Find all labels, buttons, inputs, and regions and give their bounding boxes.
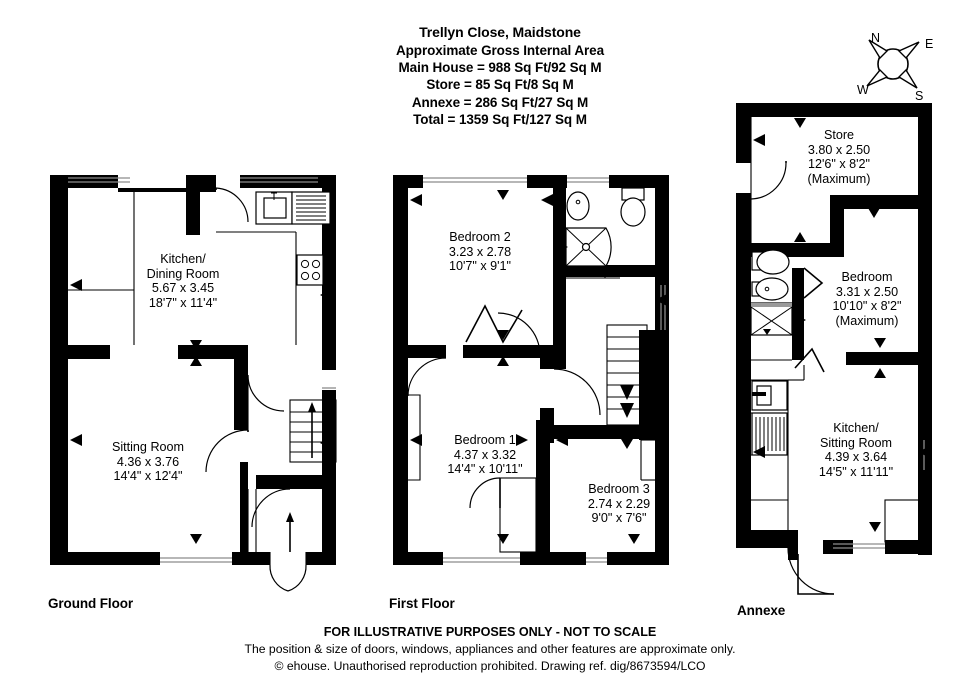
annexe-door-swings xyxy=(750,161,835,595)
bathroom-basin-icon xyxy=(566,191,590,221)
room-name-line-1: Store xyxy=(823,128,855,142)
area-main-house: Main House = 988 Sq Ft/92 Sq M xyxy=(398,60,602,76)
room-imperial: 10'10" x 8'2" xyxy=(832,299,902,314)
room-imperial: 18'7" x 11'4" xyxy=(148,296,218,311)
room-note: (Maximum) xyxy=(835,314,899,329)
area-annexe: Annexe = 286 Sq Ft/27 Sq M xyxy=(411,94,589,110)
annexe-toilet-icon xyxy=(751,249,790,275)
room-name-line-1: Bedroom 2 xyxy=(449,230,511,244)
first-floor-door-swings xyxy=(407,304,601,509)
room-imperial: 9'0" x 7'6" xyxy=(591,511,647,526)
property-address: Trellyn Close, Maidstone xyxy=(419,24,581,40)
kitchen-sink-icon xyxy=(255,191,293,225)
floor-label-first: First Floor xyxy=(389,596,455,611)
first-floor-view-markers xyxy=(410,190,667,544)
ground-floor-windows xyxy=(68,177,336,563)
kitchen-drainer-icon xyxy=(291,191,331,225)
compass-east-label: E xyxy=(925,37,933,51)
room-name-line-1: Kitchen/ xyxy=(833,421,879,435)
room-imperial: 14'5" x 11'11" xyxy=(818,465,894,480)
room-imperial: 14'4" x 12'4" xyxy=(113,469,183,484)
floor-label-ground: Ground Floor xyxy=(48,596,134,611)
room-metric: 3.31 x 2.50 xyxy=(835,284,899,299)
area-heading: Approximate Gross Internal Area xyxy=(396,42,604,58)
room-imperial: 12'6" x 8'2" xyxy=(807,157,871,172)
room-note: (Maximum) xyxy=(807,172,871,187)
annexe-shower-tray-icon xyxy=(750,302,793,336)
compass-south-label: S xyxy=(915,89,923,103)
compass-west-label: W xyxy=(857,83,869,97)
area-store: Store = 85 Sq Ft/8 Sq M xyxy=(426,77,574,93)
room-label-store: Store 3.80 x 2.50 12'6" x 8'2" (Maximum) xyxy=(783,128,895,187)
first-floor-windows xyxy=(423,177,666,563)
ground-floor-view-markers xyxy=(70,188,332,544)
room-label-kitchen-dining-room: Kitchen/ Dining Room 5.67 x 3.45 18'7" x… xyxy=(113,252,253,311)
bathroom-toilet-icon xyxy=(620,187,646,227)
room-metric: 4.39 x 3.64 xyxy=(824,450,888,465)
room-name-line-2: Dining Room xyxy=(146,266,220,281)
footer-disclaimer: FOR ILLUSTRATIVE PURPOSES ONLY - NOT TO … xyxy=(323,625,657,639)
first-floor-staircase xyxy=(606,324,648,426)
room-name-line-1: Bedroom 1 xyxy=(454,433,516,447)
room-metric: 4.36 x 3.76 xyxy=(116,454,180,469)
room-metric: 5.67 x 3.45 xyxy=(151,281,215,296)
room-name-line-1: Bedroom 3 xyxy=(588,482,650,496)
annexe-basin-icon xyxy=(751,277,789,301)
annexe-view-markers xyxy=(753,118,930,532)
kitchen-hob-icon xyxy=(296,254,324,286)
room-name-line-2: Sitting Room xyxy=(819,435,893,450)
room-label-bedroom-1: Bedroom 1 4.37 x 3.32 14'4" x 10'11" xyxy=(420,433,550,477)
footer-note: The position & size of doors, windows, a… xyxy=(244,642,736,657)
annexe-walls xyxy=(736,103,932,560)
compass-rose: N E W S xyxy=(845,22,955,104)
ground-floor-staircase xyxy=(289,399,337,463)
ground-floor-details xyxy=(68,188,307,565)
room-label-bedroom-2: Bedroom 2 3.23 x 2.78 10'7" x 9'1" xyxy=(420,230,540,274)
footer: FOR ILLUSTRATIVE PURPOSES ONLY - NOT TO … xyxy=(0,624,980,675)
bathroom-shower-icon xyxy=(560,227,612,267)
room-label-annexe-bedroom: Bedroom 3.31 x 2.50 10'10" x 8'2" (Maxim… xyxy=(808,270,926,329)
room-name-line-1: Kitchen/ xyxy=(160,252,206,266)
room-imperial: 10'7" x 9'1" xyxy=(448,259,512,274)
annexe-sink-icon xyxy=(751,380,788,411)
room-label-sitting-room: Sitting Room 4.36 x 3.76 14'4" x 12'4" xyxy=(78,440,218,484)
room-imperial: 14'4" x 10'11" xyxy=(447,462,523,477)
room-metric: 4.37 x 3.32 xyxy=(453,447,517,462)
floor-label-annexe: Annexe xyxy=(737,603,786,618)
room-name-line-1: Sitting Room xyxy=(111,440,185,454)
ground-floor-door-swings xyxy=(205,187,307,592)
room-metric: 3.80 x 2.50 xyxy=(807,142,871,157)
room-label-annexe-kitchen-sitting-room: Kitchen/ Sitting Room 4.39 x 3.64 14'5" … xyxy=(793,421,919,480)
room-label-bedroom-3: Bedroom 3 2.74 x 2.29 9'0" x 7'6" xyxy=(564,482,674,526)
room-name-line-1: Bedroom xyxy=(841,270,893,284)
compass-north-label: N xyxy=(871,31,880,45)
area-total: Total = 1359 Sq Ft/127 Sq M xyxy=(413,111,587,127)
room-metric: 3.23 x 2.78 xyxy=(448,244,512,259)
title-block: Trellyn Close, Maidstone Approximate Gro… xyxy=(330,24,670,128)
room-metric: 2.74 x 2.29 xyxy=(587,496,651,511)
annexe-drainer-icon xyxy=(751,412,788,456)
footer-copyright: © ehouse. Unauthorised reproduction proh… xyxy=(274,659,706,674)
